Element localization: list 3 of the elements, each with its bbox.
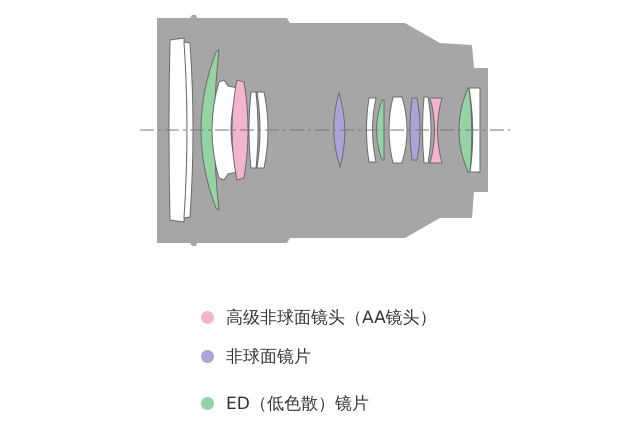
legend-text: 高级非球面镜头（AA镜头） [226, 308, 437, 328]
legend-text: 非球面镜片 [226, 347, 311, 367]
legend-text: ED（低色散）镜片 [226, 394, 369, 414]
